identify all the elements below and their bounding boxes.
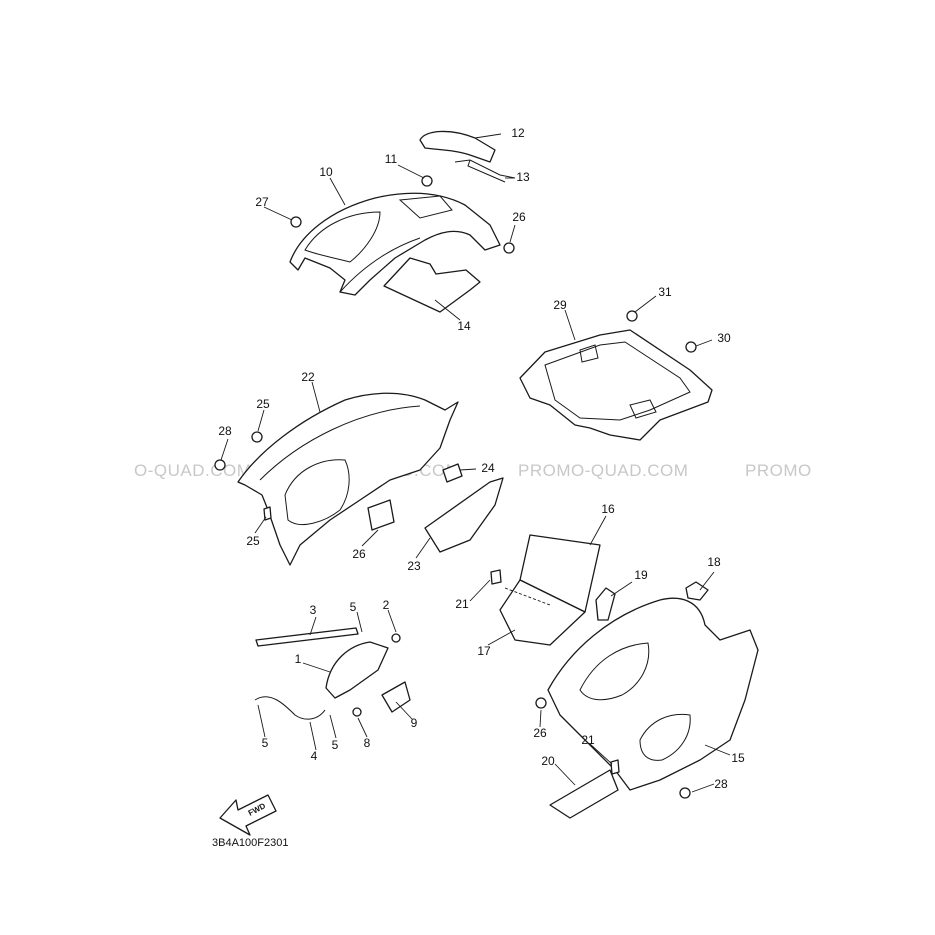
damper-23	[442, 463, 463, 483]
callout-25: 26	[352, 547, 366, 561]
callout-26-left: 25	[256, 397, 270, 411]
callout-18: 20	[541, 754, 555, 768]
bracket-part-11	[454, 159, 516, 183]
clip-19	[610, 759, 620, 775]
rear-rack-assembly	[519, 310, 713, 441]
callout-5-top: 5	[350, 600, 357, 614]
callout-23: 24	[481, 461, 495, 475]
callout-17: 19	[634, 568, 648, 582]
rear-fender-assembly	[289, 130, 516, 313]
bolt-6	[352, 707, 362, 717]
callout-28-right: 28	[714, 777, 728, 791]
watermark-left: O-QUAD.COM	[134, 461, 251, 480]
washer-28-left	[214, 459, 226, 471]
callout-7: 9	[411, 716, 418, 730]
side-cover-21	[237, 392, 459, 566]
rack-part-29	[519, 329, 713, 441]
clip-31	[626, 310, 638, 322]
callout-4: 4	[311, 749, 318, 763]
cable-4	[254, 696, 326, 720]
callout-5-right: 5	[332, 738, 339, 752]
callout-11: 13	[516, 170, 530, 184]
callout-22: 23	[407, 559, 421, 573]
rubber-pad-25	[367, 499, 395, 531]
panel-15	[499, 579, 586, 646]
clip-20	[490, 569, 502, 585]
cover-part-10	[419, 130, 496, 163]
callout-24: 25	[246, 534, 260, 548]
callout-5-left: 5	[262, 736, 269, 750]
panel-18	[549, 769, 619, 819]
damper-17	[595, 587, 616, 621]
small-parts-group	[254, 627, 411, 720]
bolt-30	[685, 341, 697, 353]
callout-26-top: 26	[512, 210, 526, 224]
watermark-right: PROMO-QUAD.COM	[518, 461, 688, 480]
callout-15: 17	[477, 644, 491, 658]
callout-16: 18	[707, 555, 721, 569]
callout-13: 15	[731, 751, 745, 765]
callout-29: 29	[553, 298, 567, 312]
callout-3: 3	[310, 603, 317, 617]
forward-arrow-icon: FWD	[219, 794, 277, 836]
clip-2	[391, 633, 401, 643]
callout-26-right: 26	[533, 726, 547, 740]
callout-30: 30	[717, 331, 731, 345]
callout-14: 16	[601, 502, 615, 516]
callout-28-left: 28	[218, 424, 232, 438]
bracket-1	[325, 641, 389, 699]
drawing-code: 3B4A100F2301	[212, 837, 288, 849]
left-side-cover-assembly	[214, 392, 504, 566]
panel-22	[424, 477, 504, 553]
watermark-edge: PROMO	[745, 461, 812, 480]
bracket-7	[381, 681, 411, 713]
fender-mat-12	[383, 257, 481, 313]
bolt-26-left	[251, 431, 263, 443]
bolt-26-right	[535, 697, 547, 709]
callout-20: 21	[455, 597, 469, 611]
side-cover-13	[547, 597, 759, 791]
callout-8: 10	[319, 165, 333, 179]
callout-9: 11	[385, 152, 398, 166]
callout-19: 21	[581, 733, 595, 747]
right-side-cover-assembly	[490, 534, 759, 819]
bolt-26-top	[503, 242, 515, 254]
grommet-9	[421, 175, 433, 187]
callout-27: 27	[255, 195, 269, 209]
damper-16	[685, 581, 709, 601]
callout-labels: 12 11 13 10 27 26 14 29 31 30 22 25 28 2…	[218, 126, 745, 791]
watermark-row: O-QUAD.COM PROMO-QUAD.COM PROMO-QUAD.COM…	[134, 461, 812, 480]
bolt-27	[290, 216, 302, 228]
callout-2: 2	[383, 598, 390, 612]
callout-1: 1	[295, 652, 302, 666]
callout-6: 8	[364, 736, 371, 750]
rod-3	[255, 627, 359, 647]
callout-10: 12	[511, 126, 525, 140]
washer-28-right	[679, 787, 691, 799]
leader-lines	[220, 133, 731, 793]
callout-31: 31	[658, 285, 672, 299]
clip-24	[263, 506, 272, 521]
callout-21: 22	[301, 370, 315, 384]
callout-12: 14	[457, 319, 471, 333]
